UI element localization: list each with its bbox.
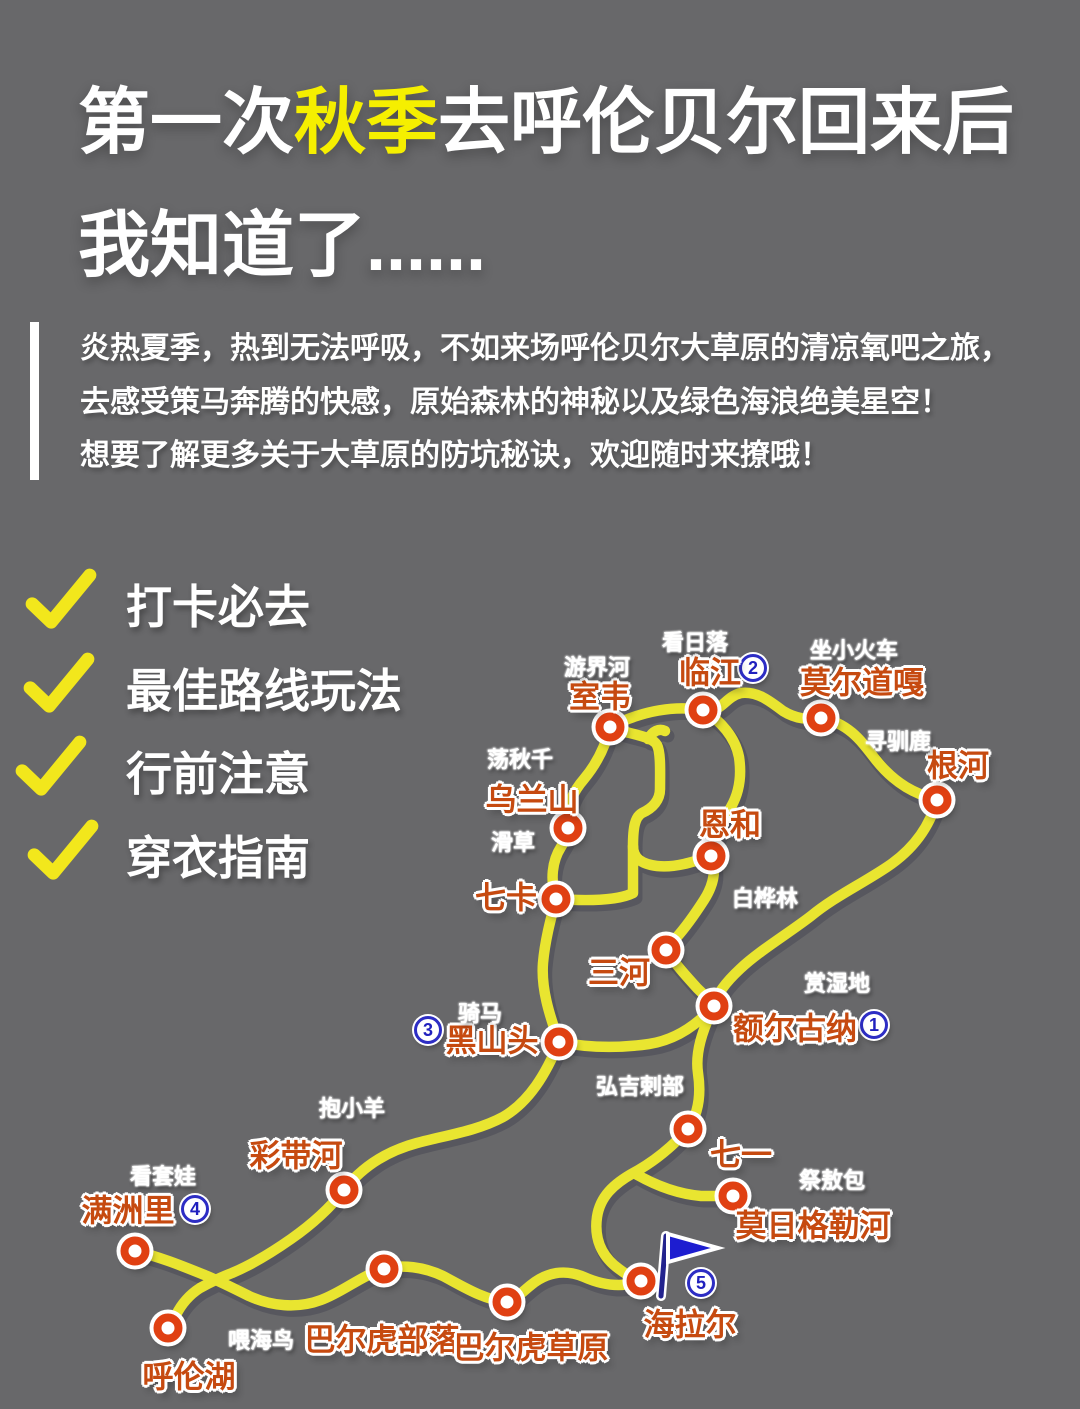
stop-label-eerguna: 额尔古纳 bbox=[733, 1011, 857, 1047]
page-title: 第一次秋季去呼伦贝尔回来后 bbox=[78, 83, 1015, 163]
stop-label-linjiang: 临江 bbox=[679, 655, 741, 691]
stop-label-hulunhu: 呼伦湖 bbox=[142, 1359, 236, 1395]
stop-label-baerhu-grassland: 巴尔虎草原 bbox=[453, 1330, 609, 1366]
intro-line-2: 去感受策马奔腾的快感，原始森林的神秘以及绿色海浪绝美星空！ bbox=[80, 386, 950, 419]
activity-jiaobao: 祭敖包 bbox=[798, 1168, 866, 1193]
stop-label-qiyi: 七一 bbox=[710, 1137, 772, 1173]
stop-label-shiwei: 室韦 bbox=[569, 679, 631, 715]
check-icon bbox=[25, 568, 97, 629]
title-post: 去呼伦贝尔回来后 bbox=[438, 83, 1015, 163]
activity-huacao: 滑草 bbox=[490, 830, 536, 855]
marker-linjiang bbox=[688, 695, 718, 725]
checklist-item-must-visit: 打卡必去 bbox=[126, 581, 310, 633]
marker-hulunhu bbox=[153, 1313, 183, 1343]
activity-baoxiaoyang: 抱小羊 bbox=[318, 1096, 386, 1121]
activity-qima: 骑马 bbox=[457, 1001, 503, 1026]
marker-shiwei bbox=[595, 712, 625, 742]
marker-genhe bbox=[922, 785, 952, 815]
badge-stop-2: 2 bbox=[739, 654, 767, 682]
activity-youjiehe: 游界河 bbox=[563, 655, 631, 680]
intro-accent-bar bbox=[30, 322, 39, 480]
stop-label-qika: 七卡 bbox=[475, 880, 537, 916]
stop-label-sanhe: 三河 bbox=[588, 955, 650, 991]
check-icon bbox=[23, 652, 95, 713]
checklist-item-best-route: 最佳路线玩法 bbox=[126, 665, 402, 717]
marker-enhe bbox=[696, 841, 726, 871]
stop-label-moerdaoga: 莫尔道嘎 bbox=[800, 665, 924, 701]
stop-label-morigelehe: 莫日格勒河 bbox=[735, 1208, 891, 1244]
intro-line-1: 炎热夏季，热到无法呼吸，不如来场呼伦贝尔大草原的清凉氧吧之旅， bbox=[80, 332, 1010, 365]
activity-zuoxiaohuoche: 坐小火车 bbox=[809, 638, 899, 663]
marker-wulanshan bbox=[553, 813, 583, 843]
activity-kantaowa: 看套娃 bbox=[129, 1164, 197, 1189]
activity-xunxunlu: 寻驯鹿 bbox=[864, 729, 932, 754]
marker-eerguna bbox=[699, 991, 729, 1021]
marker-manzhouli bbox=[120, 1236, 150, 1266]
badge-stop-5: 5 bbox=[687, 1269, 715, 1297]
marker-sanhe bbox=[651, 935, 681, 965]
marker-baerhu-tribe bbox=[369, 1254, 399, 1284]
badge-stop-1: 1 bbox=[860, 1011, 888, 1039]
marker-qika bbox=[541, 884, 571, 914]
title-pre: 第一次 bbox=[78, 83, 295, 163]
badge-stop-3: 3 bbox=[414, 1016, 442, 1044]
check-icon bbox=[27, 819, 99, 880]
activity-dangqiuqian: 荡秋千 bbox=[486, 747, 554, 772]
activity-shangshidi: 赏湿地 bbox=[803, 971, 871, 996]
marker-morigelehe bbox=[718, 1181, 748, 1211]
stop-label-hailaer: 海拉尔 bbox=[643, 1307, 737, 1343]
checklist-item-pre-trip-notes: 行前注意 bbox=[126, 748, 310, 800]
badge-stop-4: 4 bbox=[181, 1195, 209, 1223]
start-flag-icon bbox=[656, 1231, 726, 1301]
intro-line-3: 想要了解更多关于大草原的防坑秘诀，欢迎随时来撩哦！ bbox=[80, 439, 830, 472]
stop-label-wulanshan: 乌兰山 bbox=[485, 782, 579, 818]
check-icon bbox=[15, 735, 87, 796]
stop-label-manzhouli: 满洲里 bbox=[81, 1193, 175, 1229]
activity-baihualin: 白桦林 bbox=[731, 886, 799, 911]
marker-qiyi bbox=[673, 1114, 703, 1144]
activity-kanriluo: 看日落 bbox=[661, 630, 729, 655]
page-subtitle: 我知道了...... bbox=[78, 206, 487, 286]
stop-label-baerhu-tribe: 巴尔虎部落 bbox=[304, 1322, 460, 1358]
marker-moerdaoga bbox=[806, 703, 836, 733]
stop-label-caidaihe: 彩带河 bbox=[249, 1138, 343, 1174]
activity-weihainiao: 喂海鸟 bbox=[227, 1328, 295, 1353]
marker-heishantou bbox=[544, 1027, 574, 1057]
stop-label-genhe: 根河 bbox=[927, 748, 989, 784]
title-highlight: 秋季 bbox=[294, 83, 439, 163]
activity-hongjilabu: 弘吉剌部 bbox=[595, 1074, 685, 1099]
stop-label-enhe: 恩和 bbox=[699, 807, 761, 843]
checklist-item-clothing-guide: 穿衣指南 bbox=[126, 832, 310, 884]
marker-caidaihe bbox=[329, 1175, 359, 1205]
marker-hailaer bbox=[626, 1266, 656, 1296]
marker-baerhu-grassland bbox=[492, 1287, 522, 1317]
stop-label-heishantou: 黑山头 bbox=[445, 1023, 539, 1059]
